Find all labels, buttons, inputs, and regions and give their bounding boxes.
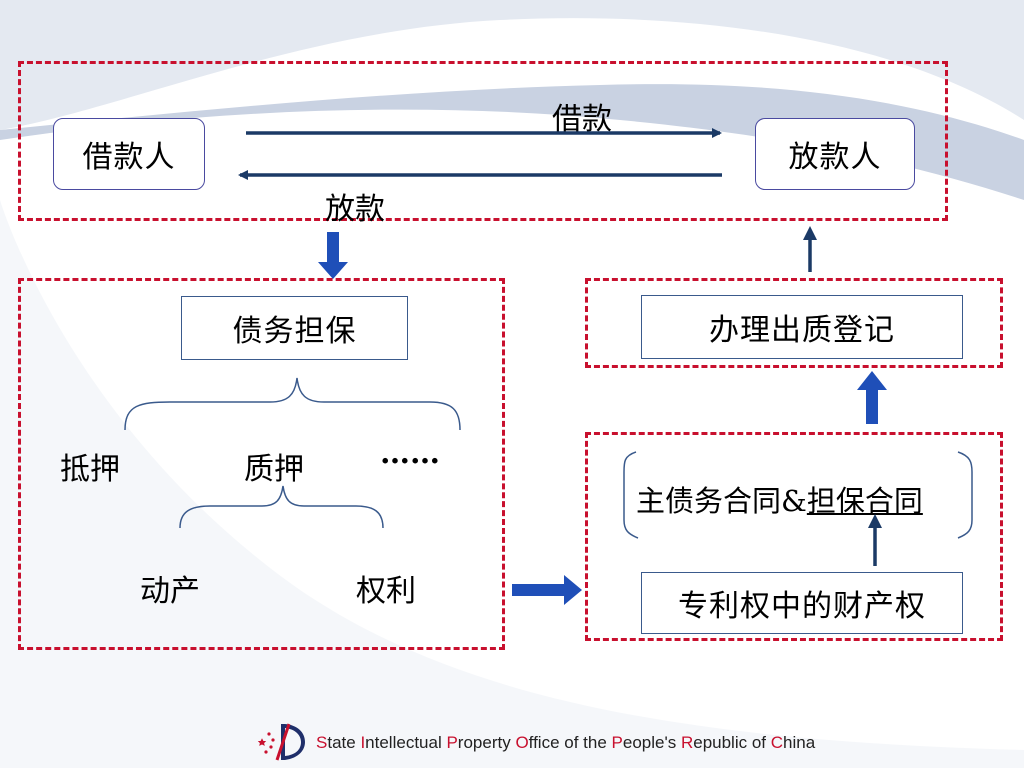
contract-frame [585,432,1003,641]
movable-property-label: 动产 [140,574,200,609]
footer-initial: P [611,733,623,752]
ellipsis-label: …… [380,436,440,471]
rights-label: 权利 [356,574,416,609]
pledge-label: 质押 [244,452,304,487]
registration-frame [585,278,1003,368]
borrow-arrow-label: 借款 [552,102,612,137]
footer-initial: I [360,733,366,752]
footer-word: eople's [622,733,681,752]
pledge-registration-node: 办理出质登记 [641,295,963,359]
mortgage-label: 抵押 [60,452,120,487]
patent-property-node: 专利权中的财产权 [641,572,963,634]
footer-word: hina [783,733,816,752]
guarantee-contract-text: 担保合同 [806,484,923,518]
footer-organization-name: State Intellectual Property Office of th… [316,733,815,753]
debt-guarantee-node: 债务担保 [181,296,408,360]
lender-node: 放款人 [755,118,915,190]
footer-initial: C [770,733,784,752]
footer-word: ffice of the [528,733,612,752]
borrower-node: 借款人 [53,118,205,190]
footer-initial: O [515,733,529,752]
footer-word: tate [327,733,361,752]
footer-initial: S [316,733,328,752]
footer-initial: P [446,733,458,752]
footer-word: roperty [457,733,516,752]
lend-arrow-label: 放款 [325,192,385,227]
sipo-logo-icon [257,723,305,761]
footer-initial: R [680,733,694,752]
top-frame [18,61,948,221]
footer-word: ntellectual [365,733,447,752]
main-contract-text: 主债务合同& [636,484,807,518]
footer-word: epublic of [693,733,771,752]
contract-label: 主债务合同&担保合同 [636,478,923,520]
left-frame [18,278,505,650]
